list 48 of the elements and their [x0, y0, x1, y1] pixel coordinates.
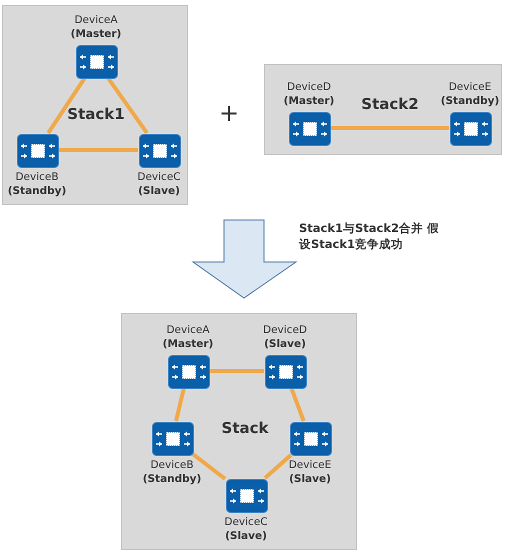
stack-link: [174, 388, 186, 422]
switch-icon: [289, 112, 331, 146]
device-role: (Standby): [8, 184, 66, 198]
switch-icon: [265, 355, 307, 389]
plus-sign: +: [218, 105, 240, 121]
device-name: DeviceC: [137, 170, 181, 184]
device-role: (Master): [162, 337, 214, 351]
device-role: (Slave): [288, 472, 332, 486]
switch-icon: [226, 479, 268, 513]
stack-link: [264, 454, 292, 480]
device-name: DeviceA: [165, 323, 211, 337]
device-role: (Master): [284, 94, 334, 108]
stack-link: [106, 76, 149, 134]
switch-icon: [450, 112, 492, 146]
device-name: DeviceD: [263, 323, 307, 337]
device-name: DeviceC: [224, 515, 268, 529]
device-role: (Slave): [137, 184, 181, 198]
device-name: DeviceE: [448, 80, 492, 94]
stack-panel: [121, 313, 357, 550]
switch-icon: [168, 355, 210, 389]
switch-icon: [17, 134, 59, 168]
stack-name: Stack1: [67, 105, 125, 123]
device-role: (Standby): [440, 94, 500, 108]
switch-icon: [152, 422, 194, 456]
switch-icon: [139, 134, 181, 168]
device-name: DeviceB: [14, 170, 60, 184]
device-name: DeviceD: [286, 80, 332, 94]
stack-link: [330, 126, 449, 130]
device-role: (Standby): [142, 472, 202, 486]
stack-link: [58, 148, 138, 152]
device-name: DeviceB: [149, 458, 195, 472]
stack-link: [192, 452, 226, 480]
device-name: DeviceA: [73, 13, 119, 27]
stack-link: [289, 387, 306, 422]
switch-icon: [290, 422, 332, 456]
stack-name: Stack2: [361, 95, 419, 113]
device-role: (Master): [70, 27, 122, 41]
stack-link: [46, 76, 86, 134]
device-name: DeviceE: [288, 458, 332, 472]
device-role: (Slave): [263, 337, 307, 351]
stack-name: Stack: [222, 419, 268, 437]
stack-panel: [264, 64, 502, 155]
stack-link: [209, 369, 264, 373]
device-role: (Slave): [224, 529, 268, 543]
merge-note: Stack1与Stack2合并 假设Stack1竞争成功: [299, 220, 440, 252]
switch-icon: [76, 45, 118, 79]
block-arrow: [191, 220, 298, 299]
stack-panel: [2, 5, 188, 205]
